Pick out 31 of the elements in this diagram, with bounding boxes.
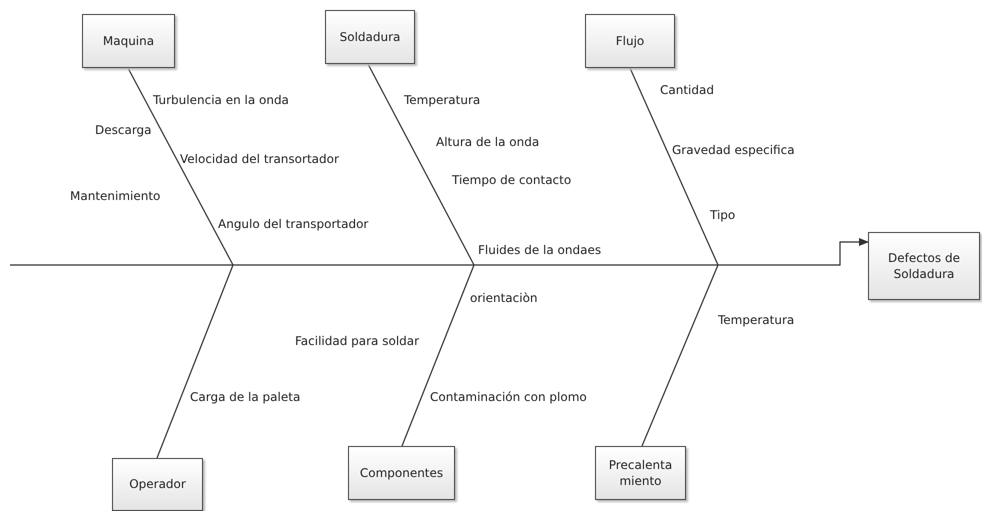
bone-line <box>641 264 719 446</box>
category-box: Precalenta miento <box>595 446 686 500</box>
category-box: Soldadura <box>325 10 415 64</box>
cause-label: Cantidad <box>660 83 714 97</box>
cause-label: Facilidad para soldar <box>295 334 420 348</box>
cause-label: Velocidad del transortador <box>180 152 339 166</box>
cause-label: orientaciòn <box>470 291 538 305</box>
effect-box: Defectos de Soldadura <box>868 232 980 300</box>
cause-label: Temperatura <box>404 93 480 107</box>
cause-label: Altura de la onda <box>436 135 540 149</box>
bone-line <box>367 64 475 266</box>
cause-label: Angulo del transportador <box>218 217 368 231</box>
cause-label: Contaminación con plomo <box>430 390 587 404</box>
bone-line <box>629 68 719 266</box>
bone-line <box>401 264 475 446</box>
cause-label: Gravedad especifica <box>672 143 795 157</box>
category-box: Maquina <box>82 14 175 68</box>
cause-label: Tipo <box>710 208 736 222</box>
category-box: Componentes <box>348 446 455 500</box>
cause-label: Temperatura <box>718 313 794 327</box>
cause-label: Fluides de la ondaes <box>478 243 602 257</box>
cause-label: Descarga <box>95 123 152 137</box>
bone-line <box>127 68 234 266</box>
cause-label: Turbulencia en la onda <box>153 93 289 107</box>
category-box: Operador <box>112 458 203 511</box>
spine-arrow <box>10 238 869 266</box>
category-box: Flujo <box>585 14 675 68</box>
cause-label: Carga de la paleta <box>190 390 300 404</box>
bone-line <box>156 264 234 458</box>
cause-label: Tiempo de contacto <box>452 173 572 187</box>
cause-label: Mantenimiento <box>70 189 160 203</box>
